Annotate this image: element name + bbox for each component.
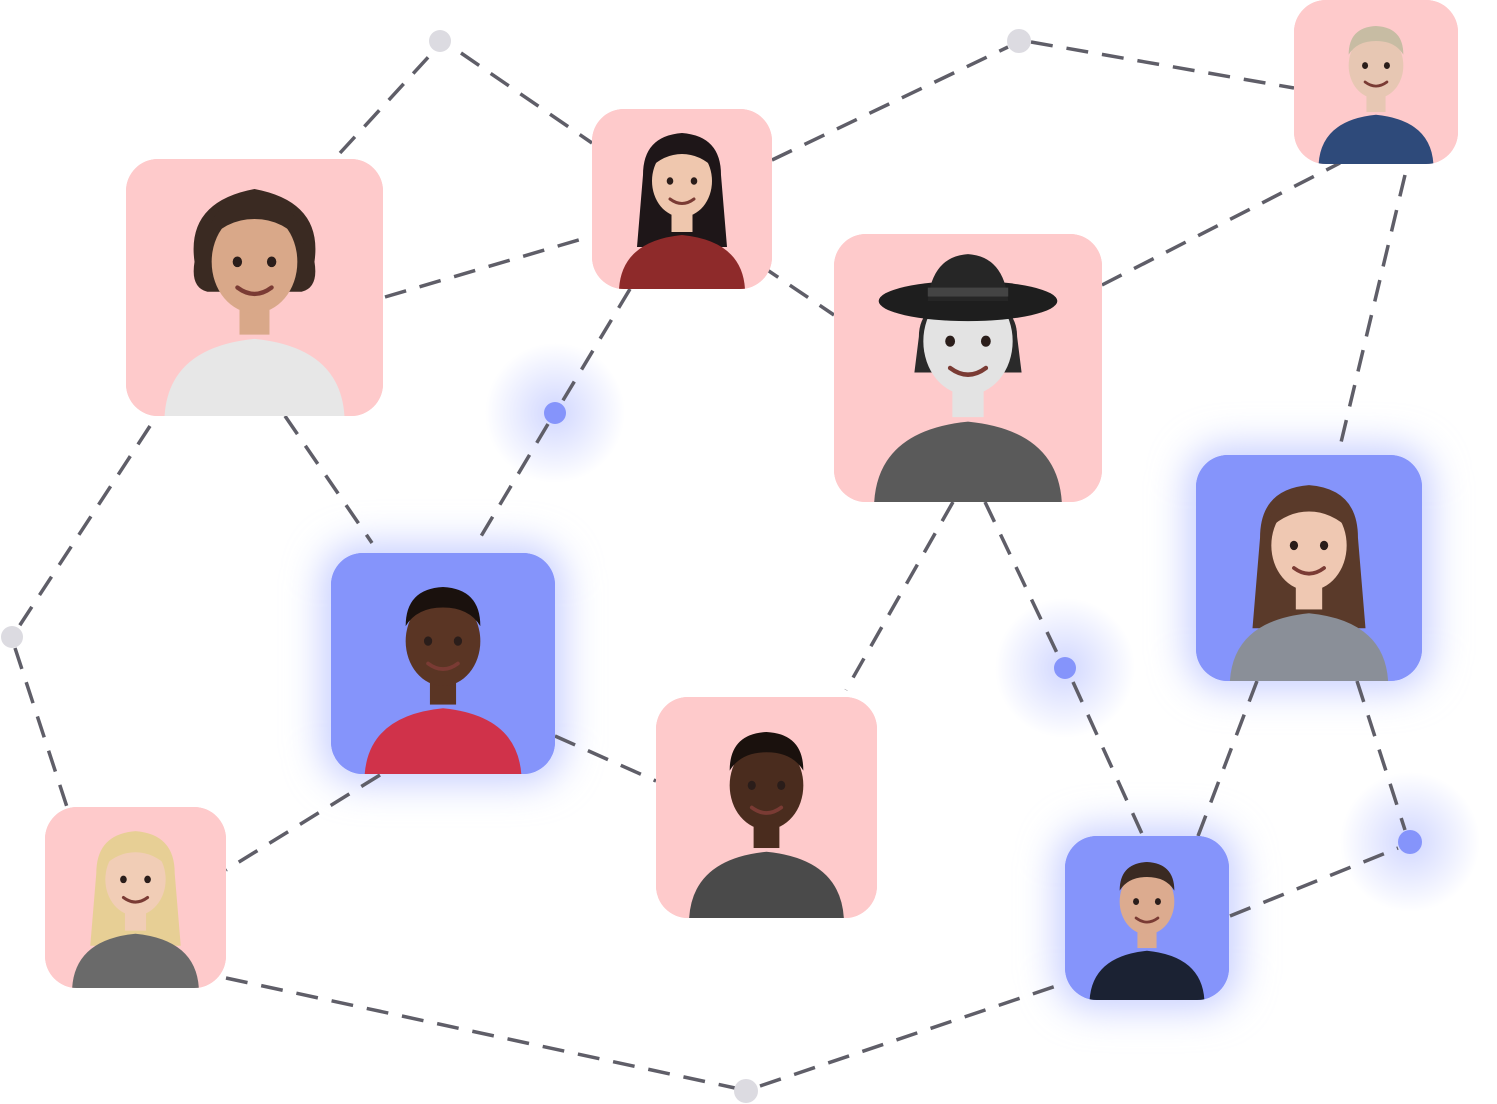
avatar-card-young-man-plaid-shirt — [331, 553, 555, 774]
avatar-card-man-beard-polo — [1065, 836, 1229, 1000]
connection-line — [760, 983, 1065, 1086]
avatar-icon — [45, 807, 226, 988]
node-dot-gray — [734, 1079, 758, 1103]
node-dot-blue — [1398, 830, 1422, 854]
connection-line — [18, 426, 150, 628]
connection-line — [226, 978, 735, 1088]
avatar-icon — [1196, 455, 1422, 681]
connection-line — [461, 53, 592, 143]
connection-line — [340, 52, 433, 153]
node-dot-gray — [1, 626, 23, 648]
connection-line — [15, 648, 67, 807]
avatar-icon — [1294, 0, 1458, 164]
avatar-icon — [126, 159, 383, 416]
avatar-card-man-glasses-hoodie — [656, 697, 877, 918]
connection-line — [226, 775, 380, 870]
avatar-icon — [592, 109, 772, 289]
node-dot-blue — [544, 402, 566, 424]
avatar-icon — [656, 697, 877, 918]
connection-line — [1102, 163, 1340, 285]
connection-line — [760, 265, 834, 315]
avatar-icon — [331, 553, 555, 774]
avatar-card-woman-black-hat — [834, 234, 1102, 502]
connection-line — [772, 47, 1008, 160]
node-dot-blue — [1054, 657, 1076, 679]
avatar-card-man-glasses-blond — [1294, 0, 1458, 164]
connection-line — [846, 502, 953, 690]
avatar-icon — [834, 234, 1102, 502]
avatar-card-woman-curly-hair — [126, 159, 383, 416]
avatar-card-woman-smiling-dark-hair — [592, 109, 772, 289]
node-dot-gray — [429, 30, 451, 52]
avatar-card-woman-blonde — [45, 807, 226, 988]
connection-line — [285, 416, 372, 543]
node-dot-gray — [1007, 29, 1031, 53]
avatar-card-woman-long-brown-hair — [1196, 455, 1422, 681]
connection-line — [1338, 175, 1405, 455]
avatar-icon — [1065, 836, 1229, 1000]
connection-line — [1031, 42, 1294, 88]
connection-line — [555, 736, 656, 781]
connection-line — [385, 236, 592, 297]
connection-line — [1198, 681, 1257, 836]
